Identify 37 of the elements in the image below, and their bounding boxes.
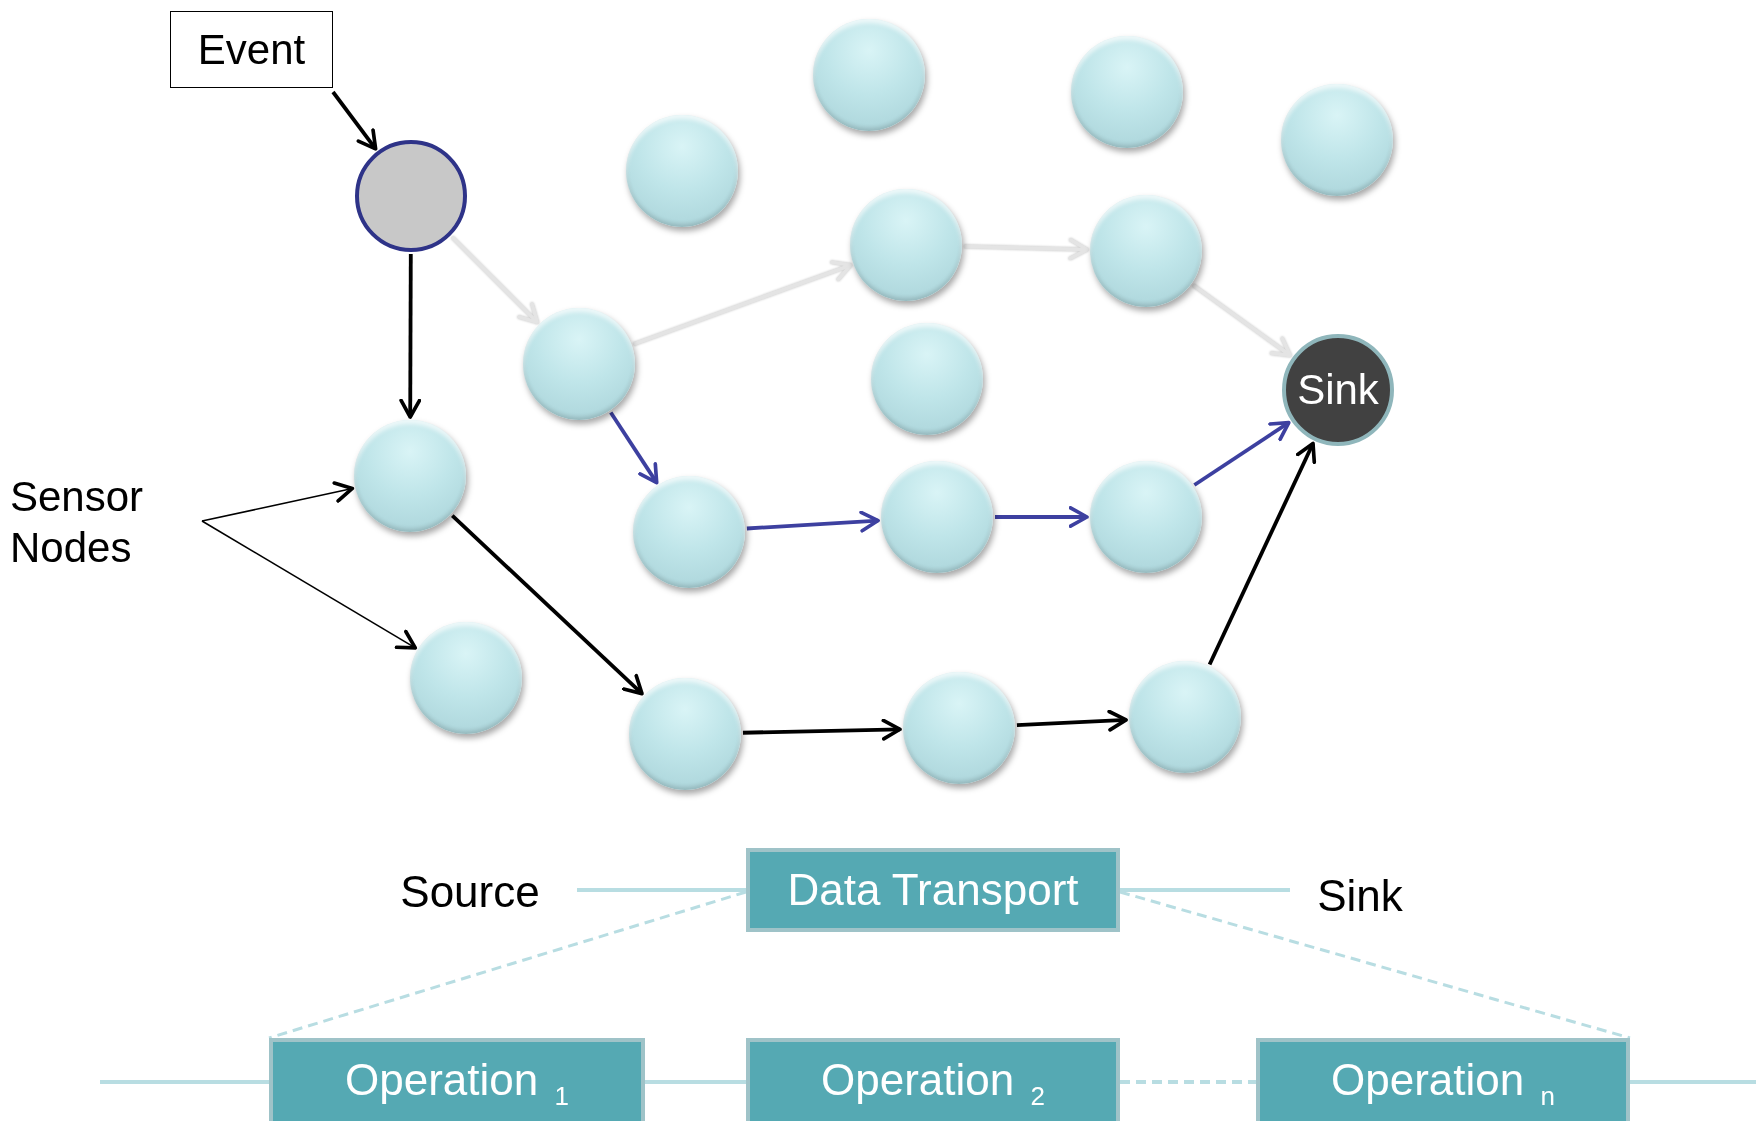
connector-line [268,890,747,1040]
process-box: Data Transport [746,848,1120,932]
source-label: Source [380,862,560,922]
arrow [331,90,378,151]
arrow [201,481,355,522]
sensor-node-circle [410,622,522,734]
operation-box: Operation $_{n}$ [1256,1038,1630,1121]
connector-line [645,1080,746,1084]
arrow [450,235,540,325]
sink-node-circle: Sink [1282,334,1394,446]
arrow [399,254,422,419]
connector-line [577,888,746,892]
connector-line [1120,1080,1256,1084]
arrow [963,238,1089,261]
sensor-nodes-label: Sensor Nodes [10,465,180,580]
arrow [609,411,659,485]
arrow [1193,420,1291,487]
sensor-node-circle [629,678,741,790]
arrow [746,510,880,533]
sink-label: Sink [1300,866,1420,926]
arrow [995,506,1089,528]
connector-line [100,1080,269,1084]
event-box: Event [170,11,333,88]
connector-line [1120,888,1290,892]
arrow [742,718,902,741]
connector-line [1119,890,1631,1040]
operation-box: Operation $_{1}$ [269,1038,645,1121]
arrow [1191,283,1293,358]
sensor-node-circle [633,476,745,588]
connector-line [1630,1080,1756,1084]
sensor-node-circle [523,308,635,420]
arrow [201,520,418,650]
arrow [632,260,853,346]
arrow [1016,709,1128,732]
operation-box: Operation $_{2}$ [746,1038,1120,1121]
arrow [451,514,644,696]
arrow [1207,441,1317,666]
